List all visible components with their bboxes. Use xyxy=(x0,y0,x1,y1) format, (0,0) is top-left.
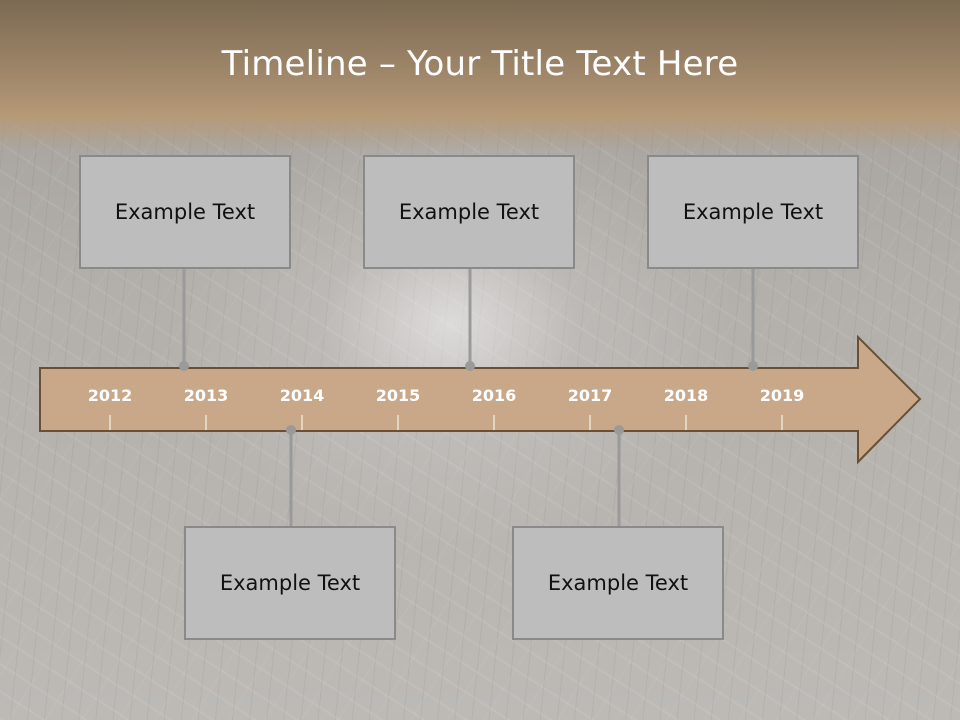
year-label: 2015 xyxy=(375,386,421,405)
event-text: Example Text xyxy=(219,571,361,595)
connector-dot-top-2 xyxy=(465,361,475,371)
connector-dot-bottom-1 xyxy=(286,425,296,435)
event-text: Example Text xyxy=(682,200,824,224)
timeline-arrow xyxy=(39,334,922,465)
connector-dot-top-1 xyxy=(179,361,189,371)
event-box-top-1[interactable]: Example Text xyxy=(79,155,291,269)
event-box-bottom-2[interactable]: Example Text xyxy=(512,526,724,640)
tick-marks xyxy=(109,415,783,430)
event-box-bottom-1[interactable]: Example Text xyxy=(184,526,396,640)
event-text: Example Text xyxy=(398,200,540,224)
event-text: Example Text xyxy=(547,571,689,595)
connector-dot-top-3 xyxy=(748,361,758,371)
year-label: 2013 xyxy=(183,386,229,405)
connector-dot-bottom-2 xyxy=(614,425,624,435)
year-label: 2016 xyxy=(471,386,517,405)
slide-title: Timeline – Your Title Text Here xyxy=(221,44,739,84)
year-label: 2014 xyxy=(279,386,325,405)
event-box-top-2[interactable]: Example Text xyxy=(363,155,575,269)
year-label: 2017 xyxy=(567,386,613,405)
year-label: 2018 xyxy=(663,386,709,405)
year-label: 2012 xyxy=(87,386,133,405)
header-band xyxy=(0,0,960,150)
event-box-top-3[interactable]: Example Text xyxy=(647,155,859,269)
year-label: 2019 xyxy=(759,386,805,405)
event-text: Example Text xyxy=(114,200,256,224)
